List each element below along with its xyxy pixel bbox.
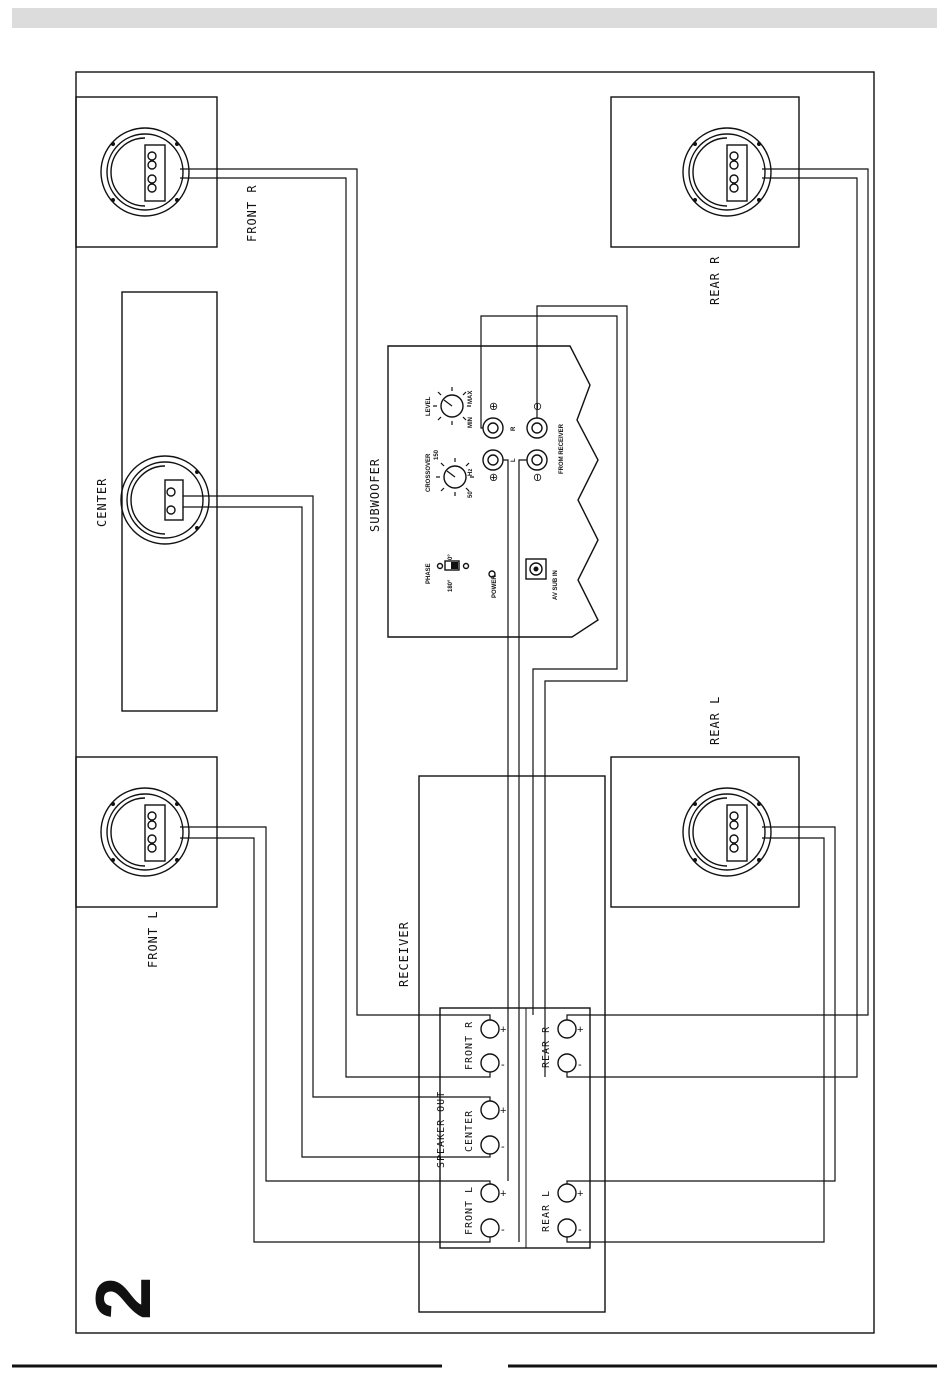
label-level: LEVEL [426,396,432,416]
label-jack-l: L [511,458,517,462]
header-bar [12,8,937,28]
label-from-receiver: FROM RECEIVER [559,423,565,474]
rca-input-l-plus[interactable] [483,450,503,470]
speaker-front-r [76,97,217,247]
label-max: MAX [468,391,474,404]
terminal-center-minus[interactable] [481,1136,499,1154]
terminal-rear-l-minus[interactable] [558,1219,576,1237]
terminal-front-l-minus[interactable] [481,1219,499,1237]
wires [180,169,868,1242]
sign-rear-l-plus: + [577,1188,583,1200]
label-front-r: FRONT R [245,184,259,242]
label-power: POWER [492,575,498,598]
receiver-title: RECEIVER [397,921,411,987]
sign-center-minus: - [501,1141,505,1153]
rca-input-r-minus[interactable] [527,418,547,438]
label-recv-front-r: FRONT R [464,1021,475,1070]
sign-front-r-plus: + [500,1024,506,1036]
sign-center-plus: + [500,1105,506,1117]
label-jack-r: R [511,426,517,431]
speaker-rear-l [611,757,799,907]
label-av-sub-in: AV SUB IN [553,570,559,600]
rca-input-r-plus[interactable] [483,418,503,438]
svg-text:⊕: ⊕ [488,402,500,411]
svg-text:⊖: ⊖ [532,402,544,411]
label-recv-center: CENTER [464,1110,475,1152]
sign-front-r-minus: - [501,1059,505,1071]
terminal-front-r-plus[interactable] [481,1020,499,1038]
terminal-rear-r-plus[interactable] [558,1020,576,1038]
label-phase-0: 0° [448,554,454,560]
sign-rear-l-minus: - [578,1224,582,1236]
sign-front-l-plus: + [500,1188,506,1200]
label-phase: PHASE [426,563,432,584]
label-hz: Hz [468,469,474,476]
label-rear-l: REAR L [708,696,722,745]
label-recv-rear-l: REAR L [541,1190,552,1232]
page-number: 2 [79,1277,167,1320]
label-crossover: CROSSOVER [426,453,432,492]
label-recv-rear-r: REAR R [541,1026,552,1068]
sign-rear-r-minus: - [578,1059,582,1071]
label-recv-front-l: FRONT L [464,1186,475,1235]
speaker-center [121,292,217,711]
terminal-front-l-plus[interactable] [481,1184,499,1202]
label-rear-r: REAR R [708,256,722,305]
label-center: CENTER [95,478,109,527]
speaker-rear-r [611,97,799,247]
sign-rear-r-plus: + [577,1024,583,1036]
terminal-rear-l-plus[interactable] [558,1184,576,1202]
label-front-l: FRONT L [146,910,160,968]
terminal-front-r-minus[interactable] [481,1054,499,1072]
label-min: MIN [468,417,474,428]
svg-text:⊕: ⊕ [488,473,500,482]
label-crossover-high: 150 [434,449,440,460]
terminal-rear-r-minus[interactable] [558,1054,576,1072]
label-phase-180: 180° [448,579,454,592]
speaker-front-l [76,757,217,907]
speaker-out-panel [440,1008,590,1248]
diagram-frame [76,72,874,1333]
sign-front-l-minus: - [501,1224,505,1236]
terminal-center-plus[interactable] [481,1101,499,1119]
subwoofer-title: SUBWOOFER [368,458,382,532]
rca-input-l-minus[interactable] [527,450,547,470]
label-crossover-low: 50 [468,491,474,498]
svg-text:⊖: ⊖ [532,473,544,482]
